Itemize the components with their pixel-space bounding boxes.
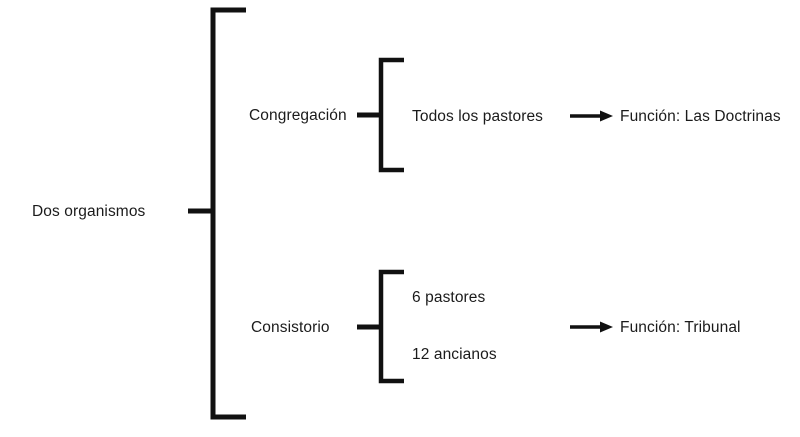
branch-label-congregacion: Congregación [249,107,347,124]
leaf-label-12-ancianos: 12 ancianos [412,346,497,363]
branch-1-bracket [378,57,404,173]
function-1-arrow-right-icon [570,110,613,122]
branch-2-bracket [378,269,404,384]
function-label-las-doctrinas: Función: Las Doctrinas [620,108,781,125]
main-bracket [210,7,246,420]
function-2-arrow-right-icon [570,321,613,333]
function-label-tribunal: Función: Tribunal [620,319,741,336]
leaf-label-6-pastores: 6 pastores [412,289,486,306]
leaf-label-todos-los-pastores: Todos los pastores [412,108,544,125]
root-node-label: Dos organismos [32,203,146,220]
branch-label-consistorio: Consistorio [251,319,330,336]
